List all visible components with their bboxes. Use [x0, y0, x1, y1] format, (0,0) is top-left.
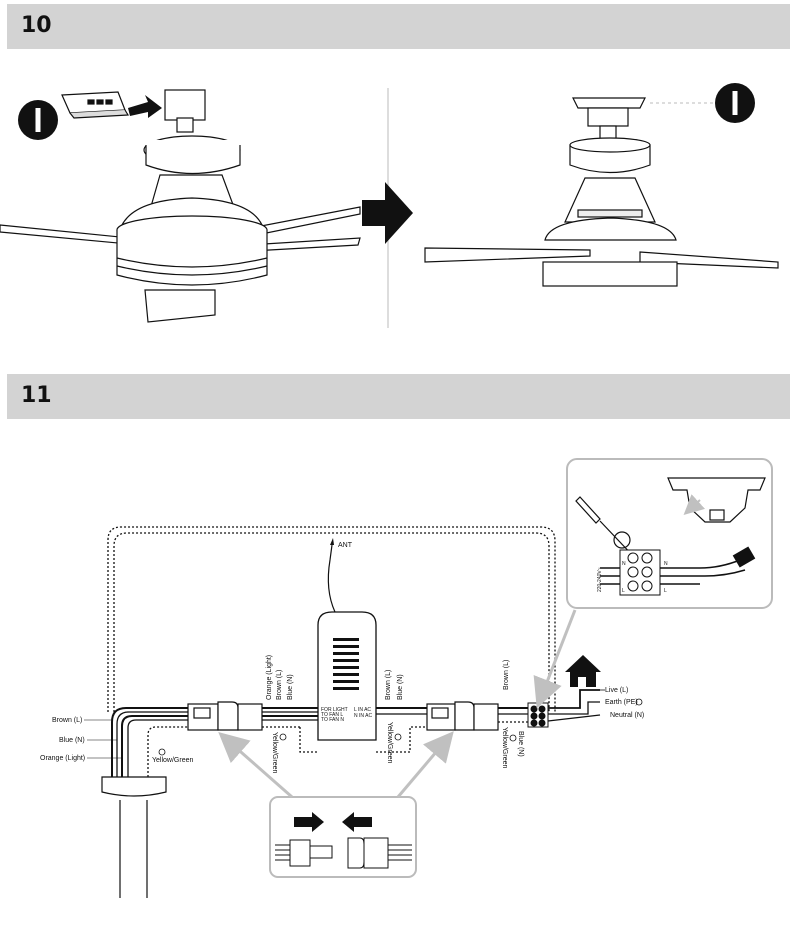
terminal-label: L IN AC: [354, 707, 371, 713]
wire-label-yellow-green: Yellow/Green: [152, 757, 193, 764]
step-10-illustration: [0, 83, 779, 328]
terminal-label: N IN AC: [354, 713, 372, 719]
terminal-letter: L: [622, 588, 625, 594]
live-label: Live (L): [605, 687, 628, 694]
push-arrow-left-icon: [342, 812, 372, 832]
earth-icon: [158, 748, 166, 756]
wire-label-blue: Blue (N): [287, 674, 294, 700]
step-number: 11: [21, 383, 52, 408]
terminal-letter: L: [664, 588, 667, 594]
wire-label-orange: Orange (Light): [266, 655, 273, 700]
push-arrow-right-icon: [294, 812, 324, 832]
next-arrow-icon: [362, 182, 413, 244]
step-number: 10: [21, 13, 52, 38]
wire-label-brown: Brown (L): [385, 670, 392, 700]
wire-label-yellow-green: Yellow/Green: [386, 722, 393, 763]
fan-with-receiver-left: [0, 89, 361, 323]
earth-icon: [635, 698, 643, 706]
connector-left: [187, 701, 263, 731]
wire-label-blue: Blue (N): [517, 731, 524, 757]
inset-connector-detail: [269, 796, 417, 878]
connector-right: [426, 701, 499, 731]
house-icon: [565, 655, 601, 687]
inset-bracket-detail: 220-240V~ N L N L: [566, 458, 773, 609]
terminal-block: [527, 702, 549, 728]
step-10-header: 10: [7, 4, 790, 49]
wire-label-brown: Brown (L): [503, 660, 510, 690]
antenna-label: ANT: [338, 542, 353, 549]
voltage-label: 220-240V~: [597, 567, 603, 592]
terminal-label: TO FAN N: [321, 717, 344, 723]
terminal-label: TO FAN L: [321, 712, 343, 718]
remote-receiver: ANT FOR LIGHT TO FAN L TO FAN N L IN AC …: [317, 538, 377, 741]
wire-label-brown: Brown (L): [276, 670, 283, 700]
wire-label-yellow-green: Yellow/Green: [271, 732, 278, 773]
wire-label-blue: Blue (N): [397, 674, 404, 700]
earth-label: Earth (PE): [605, 699, 638, 706]
terminal-label: FOR LIGHT: [321, 707, 348, 713]
wire-label-yellow-green: Yellow/Green: [501, 727, 508, 768]
wiring-diagram: ANT FOR LIGHT TO FAN L TO FAN N L IN AC …: [40, 526, 644, 898]
step-11-header: 11: [7, 374, 790, 419]
canopy: [101, 776, 167, 797]
terminal-letter: N: [664, 561, 668, 567]
wire-label-brown: Brown (L): [52, 717, 82, 724]
wire-label-orange: Orange (Light): [40, 755, 85, 762]
wire-label-blue: Blue (N): [59, 737, 85, 744]
terminal-letter: N: [622, 561, 626, 567]
neutral-label: Neutral (N): [610, 712, 644, 719]
fan-with-receiver-right: [424, 97, 779, 287]
